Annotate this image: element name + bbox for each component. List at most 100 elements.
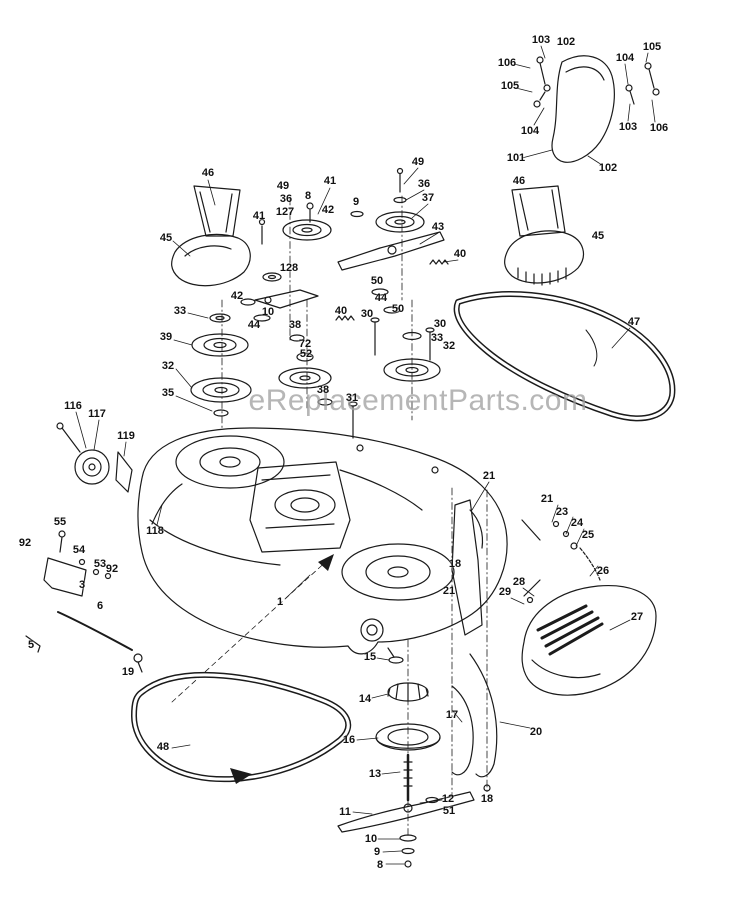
part-label-103: 103 [531, 34, 551, 46]
part-label-9: 9 [352, 196, 360, 208]
part-label-25: 25 [581, 529, 595, 541]
part-label-116: 116 [64, 400, 82, 412]
part-label-40: 40 [453, 248, 467, 260]
part-label-44: 44 [374, 292, 388, 304]
part-label-118: 118 [146, 525, 164, 537]
part-label-50: 50 [391, 303, 405, 315]
baffle-right [505, 186, 584, 285]
part-label-50: 50 [370, 275, 384, 287]
part-label-127: 127 [275, 206, 295, 218]
part-label-102: 102 [556, 36, 576, 48]
baffle-left [172, 186, 251, 286]
part-label-21: 21 [540, 493, 554, 505]
part-label-6: 6 [96, 600, 104, 612]
part-label-103: 103 [618, 121, 638, 133]
part-label-48: 48 [156, 741, 170, 753]
part-label-5: 5 [27, 639, 35, 651]
part-label-13: 13 [368, 768, 382, 780]
part-label-53: 53 [93, 558, 107, 570]
deck-shell [138, 428, 507, 654]
part-label-14: 14 [358, 693, 372, 705]
part-label-117: 117 [88, 408, 106, 420]
part-label-92: 92 [18, 537, 32, 549]
part-label-104: 104 [520, 125, 540, 137]
part-label-33: 33 [173, 305, 187, 317]
part-label-104: 104 [615, 52, 635, 64]
leader-lines: {"":""} [76, 46, 655, 864]
part-label-101: 101 [506, 152, 526, 164]
part-label-24: 24 [570, 517, 584, 529]
part-label-33: 33 [430, 332, 444, 344]
part-label-31: 31 [345, 392, 359, 404]
part-label-21: 21 [442, 585, 456, 597]
part-label-32: 32 [442, 340, 456, 352]
part-label-52: 52 [299, 348, 313, 360]
discharge-cover [522, 586, 656, 696]
part-label-54: 54 [72, 544, 86, 556]
part-label-30: 30 [360, 308, 374, 320]
part-label-46: 46 [201, 167, 215, 179]
part-label-41: 41 [323, 175, 337, 187]
part-label-44: 44 [247, 319, 261, 331]
deck-belt [134, 675, 348, 784]
part-label-49: 49 [411, 156, 425, 168]
part-label-36: 36 [417, 178, 431, 190]
bottom-mandrel-assembly [338, 648, 497, 867]
part-label-106: 106 [497, 57, 517, 69]
part-label-42: 42 [321, 204, 335, 216]
part-label-41: 41 [252, 210, 266, 222]
arrowhead [318, 554, 334, 571]
part-label-11: 11 [339, 806, 351, 818]
part-label-38: 38 [288, 319, 302, 331]
mandrel-stack-right [338, 169, 448, 382]
part-label-3: 3 [78, 579, 86, 591]
part-label-106: 106 [649, 122, 669, 134]
right-hardware [470, 510, 600, 603]
part-label-19: 19 [121, 666, 135, 678]
part-label-10: 10 [364, 833, 378, 845]
part-label-37: 37 [421, 192, 435, 204]
part-label-8: 8 [376, 859, 384, 871]
part-label-20: 20 [529, 726, 543, 738]
part-label-23: 23 [555, 506, 569, 518]
part-label-39: 39 [159, 331, 173, 343]
part-label-49: 49 [276, 180, 290, 192]
part-label-9: 9 [373, 846, 381, 858]
part-label-55: 55 [53, 516, 67, 528]
part-label-45: 45 [159, 232, 173, 244]
part-label-15: 15 [363, 651, 377, 663]
seat-bracket [534, 56, 659, 162]
part-label-1: 1 [276, 596, 284, 608]
part-label-16: 16 [342, 734, 356, 746]
part-label-10: 10 [261, 306, 275, 318]
part-label-27: 27 [630, 611, 644, 623]
part-label-40: 40 [334, 305, 348, 317]
part-label-17: 17 [445, 709, 459, 721]
part-label-47: 47 [627, 316, 641, 328]
mandrel-stack-center [241, 203, 363, 438]
part-label-36: 36 [279, 193, 293, 205]
mandrel-stack-left [191, 314, 251, 416]
part-label-43: 43 [431, 221, 445, 233]
part-label-26: 26 [596, 565, 610, 577]
part-label-8: 8 [304, 190, 312, 202]
part-label-18: 18 [480, 793, 494, 805]
part-label-51: 51 [442, 805, 456, 817]
part-label-21: 21 [482, 470, 496, 482]
part-label-29: 29 [498, 586, 512, 598]
lift-linkage [26, 531, 142, 672]
part-label-32: 32 [161, 360, 175, 372]
part-label-105: 105 [642, 41, 662, 53]
part-label-42: 42 [230, 290, 244, 302]
part-label-105: 105 [500, 80, 520, 92]
part-label-102: 102 [598, 162, 618, 174]
part-label-128: 128 [279, 262, 299, 274]
part-label-12: 12 [441, 793, 455, 805]
part-label-72: 72 [298, 338, 312, 350]
part-label-35: 35 [161, 387, 175, 399]
part-label-45: 45 [591, 230, 605, 242]
part-label-119: 119 [117, 430, 135, 442]
part-label-92: 92 [105, 563, 119, 575]
